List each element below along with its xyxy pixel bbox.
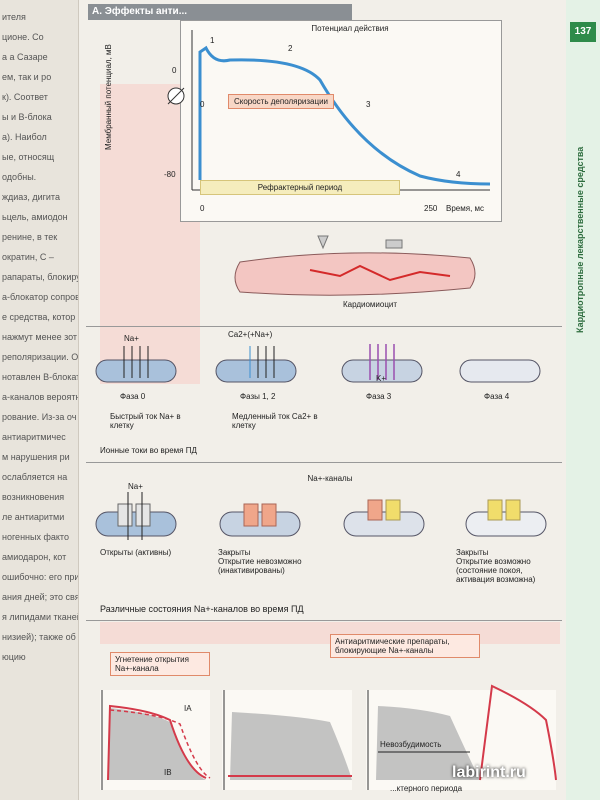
ion-ca-label: Ca2+(+Na+) bbox=[228, 330, 273, 339]
left-page-line: низией); также об bbox=[2, 632, 76, 642]
antiarrhythmic-box: Антиаритмические препараты, блокирующие … bbox=[330, 634, 480, 658]
ion-na-label: Na+ bbox=[124, 334, 139, 343]
divider-3 bbox=[86, 620, 562, 621]
phase3-label: Фаза 3 bbox=[366, 392, 392, 401]
section-title: А. Эффекты анти... bbox=[88, 4, 352, 20]
nonexcit-label: Невозбудимость bbox=[380, 740, 442, 749]
left-page-line: рование. Из-за оч bbox=[2, 412, 77, 422]
left-page-line: ителя bbox=[2, 12, 26, 22]
ion-k-label: K+ bbox=[376, 374, 387, 383]
electrode-right bbox=[385, 239, 403, 249]
left-page-line: возникновения bbox=[2, 492, 65, 502]
left-page-line: ания дней; это связан bbox=[2, 592, 79, 602]
inhibition-box: Угнетение открытия Na+-канала bbox=[110, 652, 210, 676]
ap-y80: -80 bbox=[164, 170, 176, 179]
left-page-line: е средства, котор bbox=[2, 312, 76, 322]
left-page-line: юцию bbox=[2, 652, 26, 662]
left-page-line: ьцель, амиодон bbox=[2, 212, 68, 222]
ap-gray-1 bbox=[108, 708, 206, 780]
left-page-line: а). Наибол bbox=[2, 132, 47, 142]
slow-current-label: Медленный ток Ca2+ в клетку bbox=[232, 412, 318, 430]
left-page-line: нотавлен В-блокато bbox=[2, 372, 79, 382]
left-page-line: ле антиаритми bbox=[2, 512, 65, 522]
ap-y0: 0 bbox=[172, 66, 177, 75]
depolarization-box: Скорость деполяризации bbox=[228, 94, 334, 109]
impulse-arrow bbox=[309, 264, 451, 282]
left-page-line: ошибочно: его прих bbox=[2, 572, 79, 582]
left-page-line: к). Соответ bbox=[2, 92, 48, 102]
fast-current-label: Быстрый ток Na+ в клетку bbox=[110, 412, 181, 430]
page-number: 137 bbox=[570, 22, 596, 42]
ap-title: Потенциал действия bbox=[311, 24, 389, 33]
divider-2 bbox=[86, 462, 562, 463]
phase-label-4: 4 bbox=[456, 170, 461, 179]
ap-dashed-ia bbox=[109, 709, 211, 779]
channel-tube-inact bbox=[219, 511, 301, 537]
phase-label-1: 1 bbox=[210, 36, 215, 45]
refractory-box: Рефрактерный период bbox=[200, 180, 400, 195]
left-page-line: нажмут менее зот bbox=[2, 332, 78, 342]
open-label: Открыты (активны) bbox=[100, 548, 172, 557]
left-page-line: ослабляется на bbox=[2, 472, 68, 482]
left-page-line: ые, относящ bbox=[2, 152, 55, 162]
divider-1 bbox=[86, 326, 562, 327]
left-page-line: м нарушения ри bbox=[2, 452, 70, 462]
cylinder-phase12 bbox=[215, 359, 297, 383]
cylinder-phase4 bbox=[459, 359, 541, 383]
ap-xlabel: Время, мс bbox=[446, 204, 485, 213]
bottom-fragment: ...ктерного периода bbox=[390, 784, 463, 793]
watermark: labirint.ru bbox=[452, 764, 526, 781]
phase-label-0: 0 bbox=[200, 100, 205, 109]
phase12-label: Фазы 1, 2 bbox=[240, 392, 276, 401]
left-page-line: ем, так и ро bbox=[2, 72, 52, 82]
left-page-line: ренине, в тек bbox=[2, 232, 58, 242]
cardiomyocyte-label: Кардиомиоцит bbox=[342, 300, 398, 309]
left-page-line: а-каналов вероятн bbox=[2, 392, 79, 402]
left-page-line: ционе. Со bbox=[2, 32, 44, 42]
left-page-text: ителя ционе. Со а а Сазаре ем, так и ро к). … bbox=[0, 0, 79, 800]
ap-x0: 0 bbox=[200, 204, 205, 213]
inactivated-label: Закрыты Открытие невозможно (инактивиров… bbox=[218, 548, 302, 575]
left-page-line: а а Сазаре bbox=[2, 52, 48, 62]
cardiomyocyte-cell bbox=[234, 252, 476, 296]
ap-gray-3 bbox=[376, 706, 480, 780]
phase4-label: Фаза 4 bbox=[484, 392, 510, 401]
electrode-left bbox=[317, 235, 329, 250]
ap-x250: 250 bbox=[424, 204, 438, 213]
left-page-line: ы и В-блока bbox=[2, 112, 52, 122]
left-page-line: ждиаз, дигита bbox=[2, 192, 60, 202]
phase-label-2: 2 bbox=[288, 44, 293, 53]
side-tab: 137 Кардиотропные лекарственные средства bbox=[566, 0, 600, 800]
phase0-label: Фаза 0 bbox=[120, 392, 146, 401]
ion-caption: Ионные токи во время ПД bbox=[100, 446, 197, 455]
left-page-line: ократин, С – bbox=[2, 252, 54, 262]
left-page-line: ногенных факто bbox=[2, 532, 69, 542]
rest-label: Закрыты Открытие возможно (состояние пок… bbox=[456, 548, 536, 584]
left-page-line: одобны. bbox=[2, 172, 37, 182]
left-page-line: амиодарон, кот bbox=[2, 552, 67, 562]
phase-label-3: 3 bbox=[366, 100, 371, 109]
ap-red-1 bbox=[107, 704, 207, 781]
cylinder-phase3 bbox=[341, 359, 423, 383]
left-page-line: реполяризации. Об bbox=[2, 352, 79, 362]
ib-label: IB bbox=[164, 768, 172, 777]
left-page-line: рапараты, блокиру bbox=[2, 272, 79, 282]
left-page-line: антиаритмичес bbox=[2, 432, 66, 442]
ap-red-3 bbox=[479, 684, 557, 781]
na-channels-title: Na+-каналы bbox=[307, 474, 353, 483]
ap-curve bbox=[198, 45, 491, 186]
na-states-caption: Различные состояния Na+-каналов во время… bbox=[100, 604, 304, 614]
left-page-line: я липидами тканей bbox=[2, 612, 79, 622]
ap-gray-2 bbox=[230, 712, 352, 780]
channel-tube-rest bbox=[343, 511, 425, 537]
ia-label: IA bbox=[184, 704, 192, 713]
na-channel-ion: Na+ bbox=[128, 482, 143, 491]
cylinder-phase0 bbox=[95, 359, 177, 383]
left-page-line: а-блокатор сопрово bbox=[2, 292, 79, 302]
